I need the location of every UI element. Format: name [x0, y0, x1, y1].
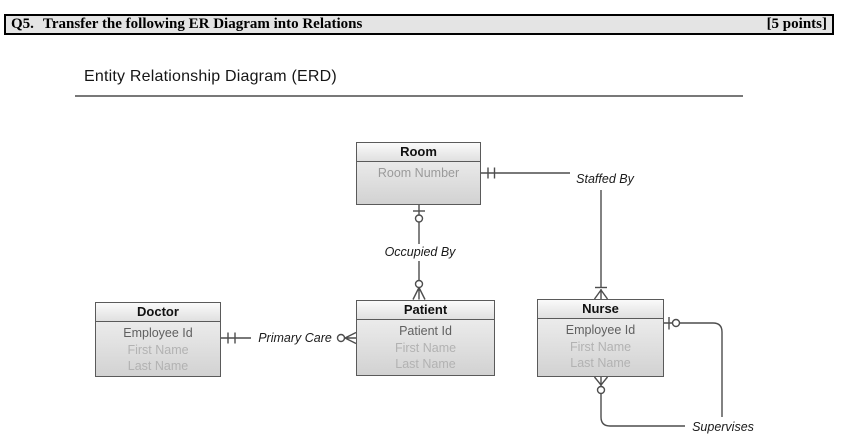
label-staffed-by: Staffed By — [576, 172, 634, 186]
zero-circle — [414, 279, 424, 289]
one-and-only-one-bars — [227, 332, 236, 344]
one-and-only-one-bars — [487, 167, 496, 179]
entity-patient-attributes: Patient Id First Name Last Name — [357, 320, 494, 373]
attribute-first-name: First Name — [127, 342, 189, 357]
attribute-patient-id: Patient Id — [399, 324, 452, 338]
relationship-staffed-by — [481, 167, 609, 300]
attribute-last-name: Last Name — [570, 356, 631, 370]
title-underline — [75, 95, 743, 97]
label-occupied-by: Occupied By — [384, 245, 456, 259]
entity-nurse-attributes: Employee Id First Name Last Name — [538, 319, 663, 372]
attribute-employee-id: Employee Id — [565, 323, 636, 337]
entity-room: Room Room Number — [356, 142, 481, 205]
entity-doctor-title: Doctor — [96, 303, 220, 322]
entity-nurse-title: Nurse — [538, 300, 663, 319]
attribute-first-name: First Name — [569, 339, 632, 354]
entity-doctor: Doctor Employee Id First Name Last Name — [95, 302, 221, 377]
zero-circle — [671, 318, 681, 328]
attribute-room-number: Room Number — [377, 166, 460, 180]
entity-doctor-attributes: Employee Id First Name Last Name — [96, 322, 220, 375]
entity-patient-title: Patient — [357, 301, 494, 320]
attribute-employee-id: Employee Id — [123, 326, 193, 340]
entity-room-attributes: Room Number — [357, 162, 480, 182]
label-supervises: Supervises — [692, 420, 754, 434]
crow-foot-many — [344, 331, 357, 345]
question-text: Q5. Transfer the following ER Diagram int… — [11, 16, 362, 33]
crow-foot-many — [593, 376, 609, 386]
attribute-first-name: First Name — [394, 340, 457, 355]
entity-patient: Patient Patient Id First Name Last Name — [356, 300, 495, 376]
question-number: Q5. — [11, 16, 34, 32]
supervises-bottom-line — [600, 385, 685, 427]
question-title: Transfer the following ER Diagram into R… — [42, 16, 363, 32]
zero-circle — [596, 385, 606, 395]
question-header-bar: Q5. Transfer the following ER Diagram int… — [4, 14, 834, 35]
zero-circle — [414, 214, 424, 223]
points-label: [5 points] — [766, 16, 827, 32]
erd-section-title: Entity Relationship Diagram (ERD) — [84, 68, 337, 85]
crow-foot-many — [412, 287, 426, 300]
crow-foot-many — [593, 289, 609, 300]
entity-room-title: Room — [357, 143, 480, 162]
label-primary-care: Primary Care — [258, 331, 332, 345]
supervises-right-down-line — [712, 322, 723, 417]
attribute-last-name: Last Name — [395, 357, 456, 371]
entity-nurse: Nurse Employee Id First Name Last Name — [537, 299, 664, 377]
attribute-last-name: Last Name — [127, 359, 189, 373]
